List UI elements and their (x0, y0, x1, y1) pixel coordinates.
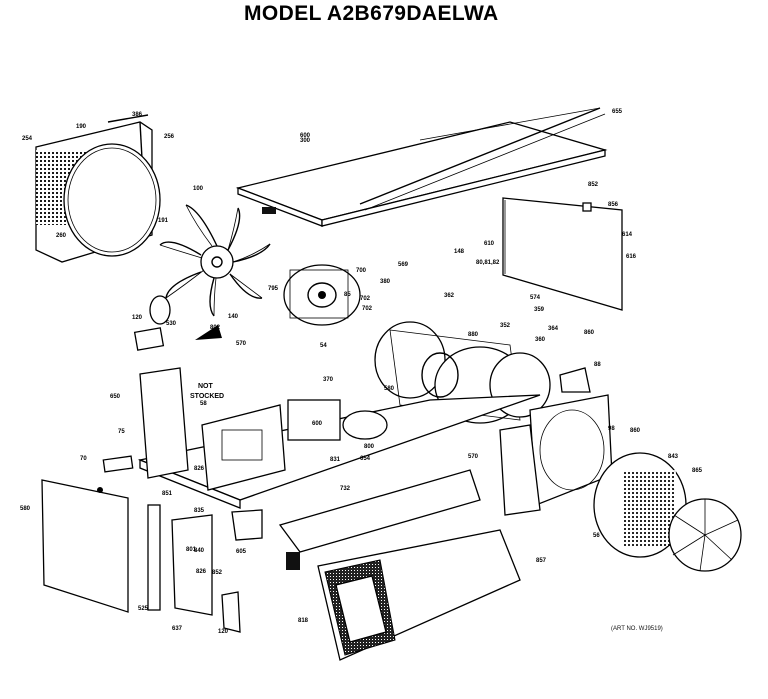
callout-label: 852 (212, 570, 223, 576)
callout-label: 860 (584, 330, 595, 336)
callout-label: 616 (626, 254, 637, 260)
callout-label: 190 (76, 124, 87, 130)
callout-label: 802 (210, 325, 221, 331)
callout-label: 140 (228, 314, 239, 320)
callout-label: 70 (80, 456, 87, 462)
rear-grille (35, 114, 161, 263)
callout-label: 700 (356, 268, 367, 274)
callout-label: 56 (593, 533, 600, 539)
callout-label: 360 (535, 337, 546, 343)
callout-label: 851 (162, 491, 173, 497)
callout-label: 835 (194, 508, 205, 514)
callout-label: 826 (196, 569, 207, 575)
callout-label: 525 (138, 606, 149, 612)
callout-label: 702 (360, 296, 371, 302)
callout-label: 88 (594, 362, 601, 368)
side-panel (502, 197, 623, 311)
callout-label: 574 (530, 295, 541, 301)
callout-label: 860 (630, 428, 641, 434)
callout-label: 100 (193, 186, 204, 192)
condenser-fan (159, 204, 271, 317)
callout-label: 865 (692, 468, 703, 474)
callout-label: 260 (56, 233, 67, 239)
callout-label: 364 (548, 326, 559, 332)
callout-label: 800 (364, 444, 375, 450)
callout-label: 654 (360, 456, 371, 462)
callout-label: 58 (200, 401, 207, 407)
callout-label: 256 (164, 134, 175, 140)
callout-label: 120 (218, 629, 229, 635)
callout-label: 569 (398, 262, 409, 268)
callout-label: 818 (298, 618, 309, 624)
top-cover (235, 107, 608, 227)
callout-label: 852 (588, 182, 599, 188)
callout-label: 857 (536, 558, 547, 564)
callout-label: 732 (340, 486, 351, 492)
callout-label: 80,81,82 (476, 260, 500, 266)
callout-label: 831 (330, 457, 341, 463)
callout-label: 54 (320, 343, 327, 349)
callout-label: 637 (172, 626, 183, 632)
callout-label: 856 (608, 202, 619, 208)
callout-label: 386 (132, 112, 143, 118)
callout-label: 570 (468, 454, 479, 460)
note-line-2: STOCKED (190, 393, 224, 400)
control-box (201, 399, 388, 491)
note-line-1: NOT (198, 383, 214, 390)
callout-label: 191 (158, 218, 169, 224)
front-access-panel (41, 479, 129, 613)
callout-label: 826 (194, 466, 205, 472)
callout-label: 843 (668, 454, 679, 460)
callout-label: 380 (380, 279, 391, 285)
callout-label: 75 (118, 429, 125, 435)
callout-label: 655 (612, 109, 623, 115)
callout-label: 600 (312, 421, 323, 427)
callout-label: 801 (186, 547, 197, 553)
callout-label: 98 (608, 426, 615, 432)
callout-label: 352 (500, 323, 511, 329)
callout-label: 605 (236, 549, 247, 555)
callout-label: 254 (22, 136, 33, 142)
callout-label: 362 (444, 293, 455, 299)
callout-label: 148 (454, 249, 465, 255)
callout-label: 120 (132, 315, 143, 321)
callout-label: 880 (468, 332, 479, 338)
small-parts (102, 295, 591, 633)
callout-label: 580 (20, 506, 31, 512)
callout-label: 530 (166, 321, 177, 327)
callout-label: 610 (484, 241, 495, 247)
callout-label: 650 (110, 394, 121, 400)
callout-label: 614 (622, 232, 633, 238)
callout-label: 300 (300, 138, 311, 144)
callout-label: 370 (323, 377, 334, 383)
callout-layer: 254 190 386 256 600 260 191 100 300 655 852 856 610 6… (20, 109, 703, 635)
callout-label: 795 (268, 286, 279, 292)
front-grille (278, 469, 521, 661)
diagram-title: MODEL A2B679DAELWA (244, 2, 499, 25)
callout-label: 359 (534, 307, 545, 313)
callout-label: 85 (344, 292, 351, 298)
callout-label: 840 (194, 548, 205, 554)
callout-label: 702 (362, 306, 373, 312)
condenser-coil (593, 452, 742, 572)
art-number: (ART NO. WJ9519) (611, 626, 663, 632)
fan-motor (283, 264, 361, 326)
callout-label: 600 (300, 133, 311, 139)
callout-label: 580 (384, 386, 395, 392)
callout-label: 570 (236, 341, 247, 347)
